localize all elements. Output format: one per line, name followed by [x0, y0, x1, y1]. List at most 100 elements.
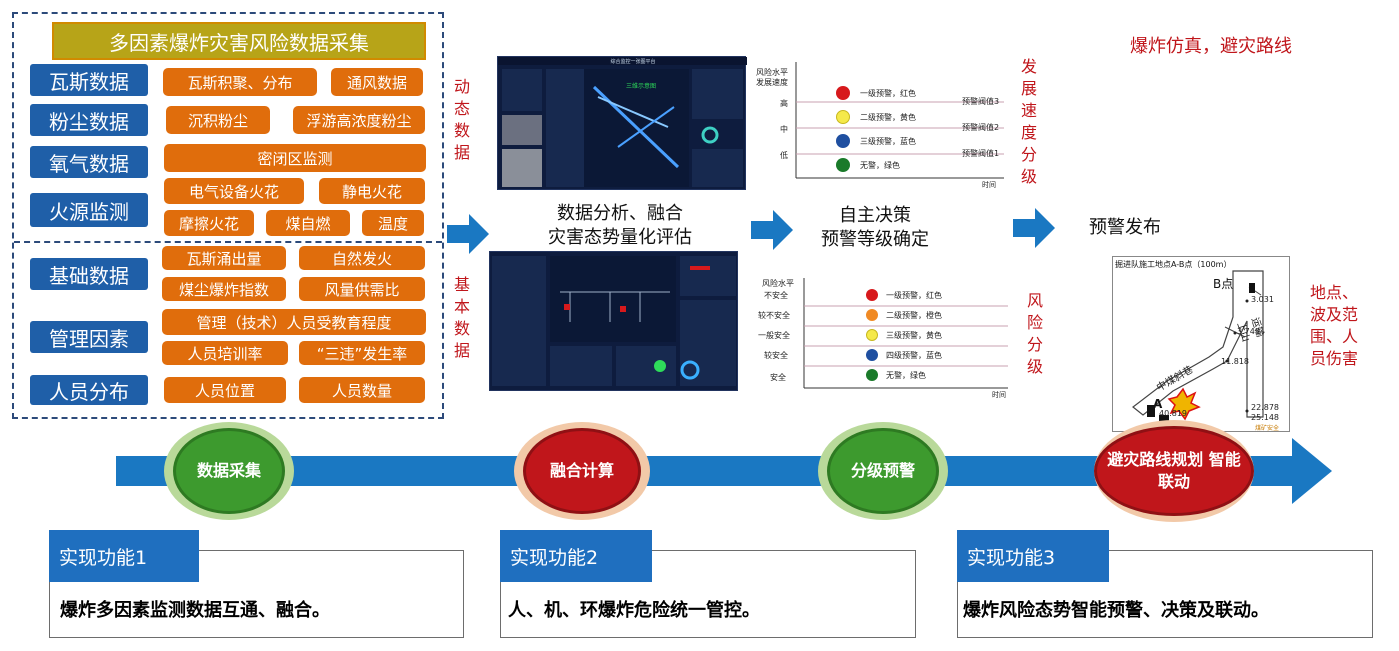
risk-item-1: 一级预警，红色 — [886, 291, 942, 300]
tag-personnel-count: 人员数量 — [299, 377, 425, 403]
risk-dot-blue — [866, 349, 878, 361]
speed-item-4: 无警，绿色 — [860, 161, 900, 170]
risk-chart-axes — [803, 278, 1008, 389]
map-title: 掘进队施工地点A-B点（100m） — [1115, 260, 1232, 269]
speed-level-low: 低 — [780, 151, 788, 160]
speed-threshold-1: 预警阀值1 — [962, 149, 1000, 158]
screen-bottom-graphic — [492, 256, 736, 386]
speed-level-high: 高 — [780, 99, 788, 108]
category-dust: 粉尘数据 — [30, 104, 148, 136]
stage-analysis-line2: 灾害态势量化评估 — [548, 227, 692, 248]
stage-route-circle: 避灾路线规划 智能联动 — [1094, 420, 1254, 522]
map-reading-5: 25.148 — [1251, 413, 1279, 422]
stage-analysis-line1: 数据分析、融合 — [557, 203, 683, 224]
tag-violation-rate: “三违”发生率 — [299, 341, 425, 365]
stage-decision-line2: 预警等级确定 — [821, 229, 929, 250]
risk-dot-yellow — [866, 329, 878, 341]
map-point-a: A — [1153, 397, 1163, 411]
tag-air-ratio: 风量供需比 — [299, 277, 425, 301]
speed-grading-chart: 风险水平 发展速度 高 中 低 预警阀值3 预警阀值2 预警阀值1 时间 一级预… — [756, 58, 1008, 190]
screen-top-graphic — [498, 57, 747, 187]
speed-dot-green — [836, 158, 850, 172]
category-gas: 瓦斯数据 — [30, 64, 148, 96]
stage-route-label: 避灾路线规划 智能联动 — [1094, 426, 1254, 516]
label-speed-grading: 发展速度分级 — [1020, 57, 1037, 186]
function-text-1: 爆炸多因素监测数据互通、融合。 — [60, 600, 330, 621]
speed-ylabel-1: 风险水平 — [756, 68, 788, 77]
map-reading-1: 3.031 — [1251, 295, 1274, 304]
tag-floating-dust: 浮游高浓度粉尘 — [293, 106, 425, 134]
tag-education-level: 管理（技术）人员受教育程度 — [162, 309, 426, 335]
arrow-right-icon — [447, 214, 489, 254]
stage-decision-line1: 自主决策 — [839, 205, 911, 226]
label-basic-data: 基本数据 — [453, 275, 470, 360]
speed-threshold-3: 预警阀值3 — [962, 97, 1000, 106]
map-reading-3: 11.818 — [1221, 357, 1249, 366]
evacuation-map: 掘进队施工地点A-B点（100m） B点 A 运输上山 中煤斜巷 3.031 3… — [1112, 256, 1290, 432]
tag-gas-emission: 瓦斯涌出量 — [162, 246, 286, 270]
speed-item-1: 一级预警，红色 — [860, 89, 916, 98]
speed-dot-yellow — [836, 110, 850, 124]
risk-level-2: 较不安全 — [758, 311, 790, 320]
speed-ylabel-2: 发展速度 — [756, 78, 788, 87]
arrow-right-icon — [751, 210, 793, 250]
stage-release: 预警发布 — [1089, 217, 1161, 238]
risk-level-1: 不安全 — [764, 291, 788, 300]
speed-dot-blue — [836, 134, 850, 148]
risk-dot-orange — [866, 309, 878, 321]
section-divider — [14, 241, 442, 243]
tag-dust-explosion-index: 煤尘爆炸指数 — [162, 277, 286, 301]
function-tab-3: 实现功能3 — [957, 530, 1109, 582]
simulation-title: 爆炸仿真，避灾路线 — [1130, 36, 1292, 57]
tag-coal-combustion: 煤自燃 — [266, 210, 350, 236]
tag-temperature: 温度 — [362, 210, 424, 236]
monitoring-screen-top: 综合监控一张图平台 三维示意图 — [497, 56, 747, 190]
speed-dot-red — [836, 86, 850, 100]
speed-level-mid: 中 — [780, 125, 788, 134]
risk-item-4: 四级预警，蓝色 — [886, 351, 942, 360]
risk-dot-red — [866, 289, 878, 301]
speed-item-2: 二级预警，黄色 — [860, 113, 916, 122]
risk-dot-green — [866, 369, 878, 381]
stage-collection-circle: 数据采集 — [164, 422, 294, 520]
map-reading-4: 22.878 — [1251, 403, 1279, 412]
label-dynamic-data: 动态数据 — [453, 77, 470, 162]
stage-fusion-label: 融合计算 — [523, 428, 641, 514]
label-risk-grading: 风险分级 — [1026, 291, 1043, 376]
stage-warning-circle: 分级预警 — [818, 422, 948, 520]
risk-ylabel: 风险水平 — [762, 279, 794, 288]
monitoring-screen-bottom — [489, 251, 738, 391]
map-point-b: B点 — [1213, 277, 1234, 291]
speed-chart-ylabel: 风险水平 发展速度 — [756, 68, 796, 88]
tag-electric-spark: 电气设备火花 — [164, 178, 304, 204]
category-personnel: 人员分布 — [30, 375, 148, 405]
tag-ventilation: 通风数据 — [331, 68, 423, 96]
map-reading-2: 3.749 — [1237, 327, 1260, 336]
function-text-3: 爆炸风险态势智能预警、决策及联动。 — [963, 600, 1269, 621]
data-collection-panel — [12, 12, 444, 419]
arrow-right-icon — [1013, 208, 1055, 248]
tag-spontaneous-fire: 自然发火 — [299, 246, 425, 270]
tag-sealed-area: 密闭区监测 — [164, 144, 426, 172]
tag-deposited-dust: 沉积粉尘 — [166, 106, 270, 134]
category-oxygen: 氧气数据 — [30, 146, 148, 178]
speed-chart-axes — [795, 62, 1004, 179]
category-management: 管理因素 — [30, 321, 148, 353]
risk-level-5: 安全 — [770, 373, 786, 382]
map-graphic — [1132, 270, 1264, 425]
risk-xlabel: 时间 — [992, 391, 1006, 399]
screen-top-title: 综合监控一张图平台 — [610, 59, 656, 65]
category-basic: 基础数据 — [30, 258, 148, 290]
stage-fusion-circle: 融合计算 — [514, 422, 650, 520]
stage-collection-label: 数据采集 — [173, 428, 285, 514]
category-fire-source: 火源监测 — [30, 193, 148, 227]
collection-title: 多因素爆炸灾害风险数据采集 — [52, 22, 426, 60]
risk-level-3: 一般安全 — [758, 331, 790, 340]
speed-xlabel: 时间 — [982, 181, 996, 189]
tag-friction-spark: 摩擦火花 — [164, 210, 254, 236]
map-watermark: 煤矿安全 — [1255, 425, 1280, 432]
map-reading-6: 40.819 — [1159, 409, 1187, 418]
tag-personnel-location: 人员位置 — [164, 377, 286, 403]
function-tab-1: 实现功能1 — [49, 530, 199, 582]
tag-training-rate: 人员培训率 — [162, 341, 288, 365]
